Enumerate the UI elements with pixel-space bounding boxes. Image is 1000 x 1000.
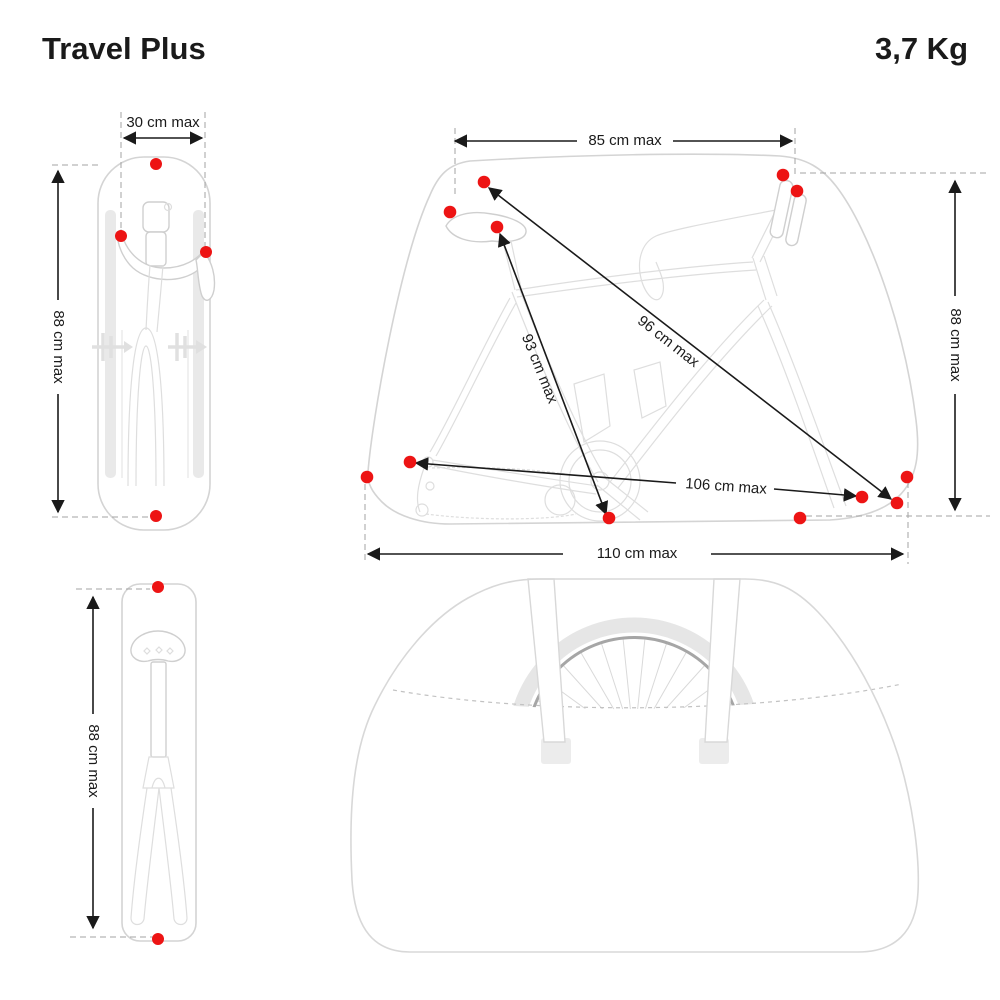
handle-foot <box>541 738 571 764</box>
right-arrowhead-icon <box>196 340 207 354</box>
marker-dot <box>602 511 616 525</box>
closed-bag-outline <box>350 578 920 953</box>
bag-handles <box>527 578 741 764</box>
marker-dot <box>790 184 804 198</box>
bag-opening-edge <box>392 683 903 709</box>
rear-height-label: 88 cm max <box>85 724 102 798</box>
closed-bag-illustration <box>350 578 920 953</box>
rear-seatpost <box>150 661 167 758</box>
side-view-panel: 85 cm max 88 cm max 110 cm max 96 cm max… <box>360 128 990 564</box>
marker-dot <box>855 490 869 504</box>
rear-fork-right <box>158 787 188 926</box>
front-bike-art <box>116 201 216 487</box>
marker-dot <box>776 168 790 182</box>
front-attachment-markers <box>115 158 212 522</box>
front-dimensions: 30 cm max 88 cm max <box>50 112 206 518</box>
wheelbase-106-dimension: 106 cm max <box>414 457 858 502</box>
product-weight: 3,7 Kg <box>875 31 968 66</box>
marker-dot <box>360 470 374 484</box>
rim <box>526 636 742 710</box>
marker-dot <box>150 510 162 522</box>
tire <box>507 617 761 710</box>
marker-dot <box>443 205 457 219</box>
marker-dot <box>200 246 212 258</box>
front-height-label: 88 cm max <box>50 310 67 384</box>
header: Travel Plus 3,7 Kg <box>42 31 968 66</box>
front-view-panel: 30 cm max 88 cm max <box>50 112 216 531</box>
rear-saddle <box>130 630 186 663</box>
rear-view-panel: 88 cm max <box>70 581 197 945</box>
right-arrowhead-icon <box>124 341 133 353</box>
side-bottom-width-label: 110 cm max <box>597 545 678 562</box>
product-title: Travel Plus <box>42 31 206 66</box>
wheelbase-106-label: 106 cm max <box>685 475 768 498</box>
handle-right <box>704 578 741 743</box>
marker-dot <box>890 496 904 510</box>
marker-dot <box>152 581 164 593</box>
marker-dot <box>150 158 162 170</box>
marker-dot <box>490 220 504 234</box>
side-top-width-dimension: 85 cm max <box>453 132 794 149</box>
handle-foot <box>699 738 729 764</box>
side-attachment-markers <box>360 168 914 525</box>
chain <box>425 466 577 520</box>
marker-dot <box>152 933 164 945</box>
marker-dot <box>115 230 127 242</box>
marker-dot <box>793 511 807 525</box>
insert-direction-arrows <box>92 333 207 361</box>
front-fork-inner <box>135 345 157 487</box>
marker-dot <box>477 175 491 189</box>
side-height-dimension: 88 cm max <box>947 179 964 512</box>
marker-dot <box>900 470 914 484</box>
side-bottom-width-dimension: 110 cm max <box>366 545 905 562</box>
front-brake-lever-blade <box>195 250 216 301</box>
rear-attachment-markers <box>152 581 164 945</box>
rear-fork-left <box>130 787 160 926</box>
handle-left <box>527 578 566 743</box>
front-width-label: 30 cm max <box>126 114 200 131</box>
rear-dimensions: 88 cm max <box>70 588 162 938</box>
rear-bike-art <box>130 630 188 926</box>
marker-dot <box>403 455 417 469</box>
front-fork-outer <box>127 327 165 487</box>
side-height-label: 88 cm max <box>947 308 964 382</box>
side-top-width-label: 85 cm max <box>588 132 662 149</box>
